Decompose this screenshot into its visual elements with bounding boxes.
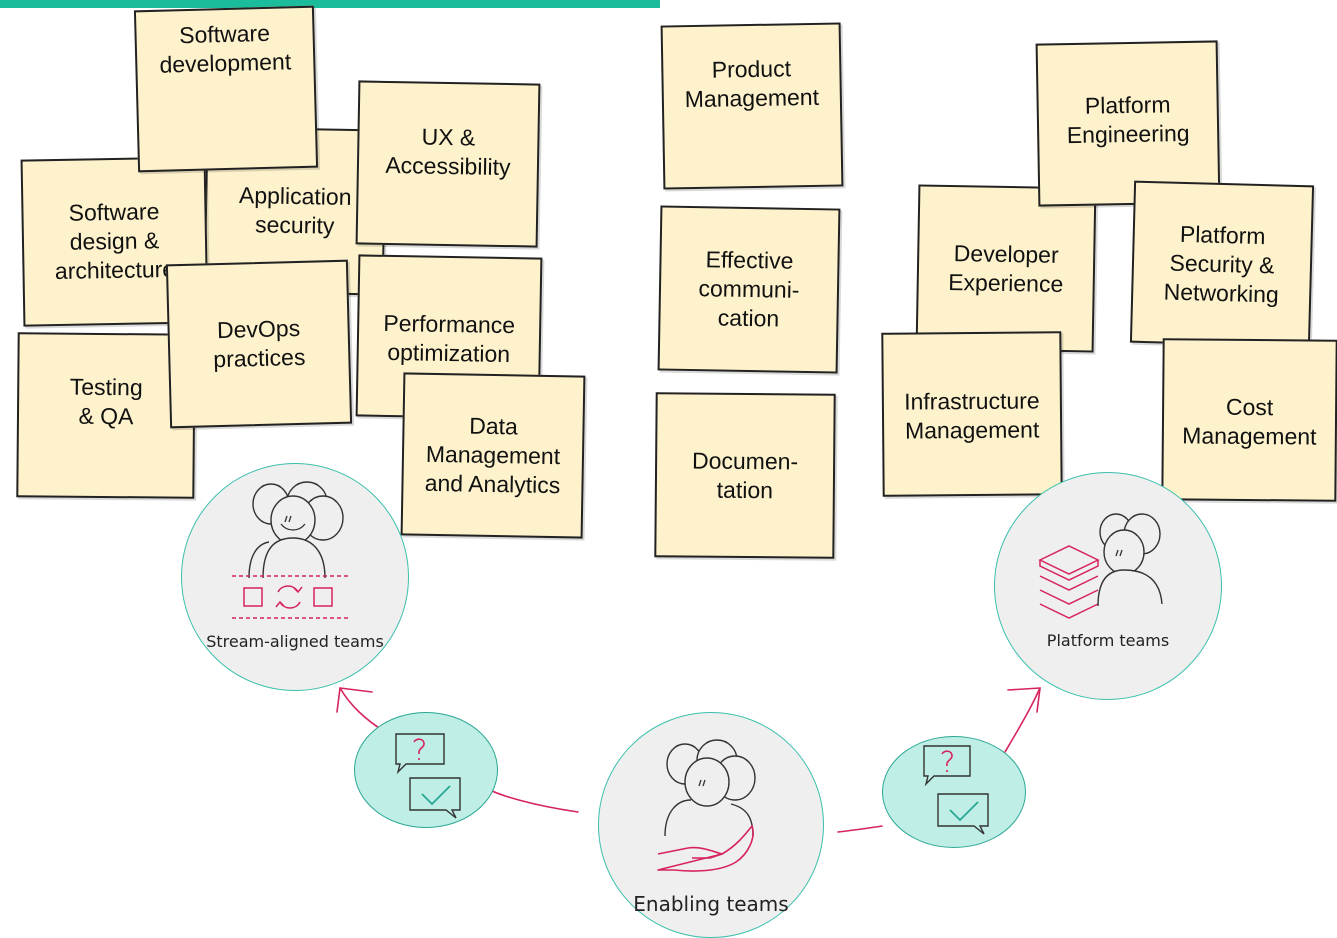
note-text: Cost Management: [1182, 393, 1317, 450]
arrow-to-platform-line: [837, 825, 883, 833]
note-text: Documen- tation: [691, 447, 799, 503]
team-people-icon: [248, 481, 344, 579]
enabling-teams-label: Enabling teams: [633, 892, 789, 916]
note-cost-management: Cost Management: [1161, 338, 1337, 502]
note-text: Developer Experience: [947, 239, 1064, 297]
layers-icon: [1038, 545, 1100, 619]
note-developer-experience: Developer Experience: [915, 184, 1097, 353]
note-software-development: Software development: [133, 5, 319, 173]
note-text: Application security: [238, 182, 352, 239]
note-documentation: Documen- tation: [654, 392, 836, 559]
note-text: DevOps practices: [213, 314, 306, 373]
note-infrastructure: Infrastructure Management: [881, 331, 1063, 497]
check-bubble-icon: [937, 793, 989, 835]
note-text: Data Management and Analytics: [424, 412, 561, 499]
note-text: Testing & QA: [69, 373, 143, 429]
note-text: UX & Accessibility: [385, 123, 511, 181]
note-ux-accessibility: UX & Accessibility: [355, 80, 541, 248]
note-text: Platform Security & Networking: [1163, 220, 1280, 307]
note-platform-security: Platform Security & Networking: [1129, 180, 1315, 348]
team-people-icon: [1097, 513, 1163, 607]
note-text: Effective communi- cation: [698, 246, 800, 332]
question-bubble-icon: [395, 733, 445, 775]
team-people-icon: [664, 739, 756, 837]
platform-teams-label: Platform teams: [1046, 631, 1170, 650]
note-text: Infrastructure Management: [904, 387, 1040, 444]
note-text: Platform Engineering: [1066, 90, 1190, 148]
arrow-to-platform-head: [1007, 687, 1041, 713]
note-product-management: Product Management: [660, 22, 844, 190]
arrow-to-stream-head: [336, 687, 373, 713]
note-text: Software development: [159, 19, 292, 78]
top-accent-bar: [0, 0, 660, 8]
right-interaction-bubble: [882, 736, 1026, 848]
arrow-to-stream-line: [489, 789, 579, 813]
note-data-management: Data Management and Analytics: [400, 372, 586, 539]
left-interaction-bubble: [354, 712, 498, 828]
stream-aligned-teams-label: Stream-aligned teams: [206, 632, 384, 651]
note-devops: DevOps practices: [165, 259, 353, 429]
note-effective-communication: Effective communi- cation: [657, 205, 841, 374]
question-bubble-icon: [923, 745, 971, 787]
note-text: Software design & architecture: [54, 198, 176, 285]
note-text: Performance optimization: [383, 309, 516, 368]
stream-flow-icon: [232, 575, 348, 619]
helping-hand-icon: [657, 825, 754, 872]
check-bubble-icon: [409, 777, 461, 819]
arrow-to-platform-curve: [1004, 687, 1041, 753]
note-text: Product Management: [684, 55, 820, 113]
